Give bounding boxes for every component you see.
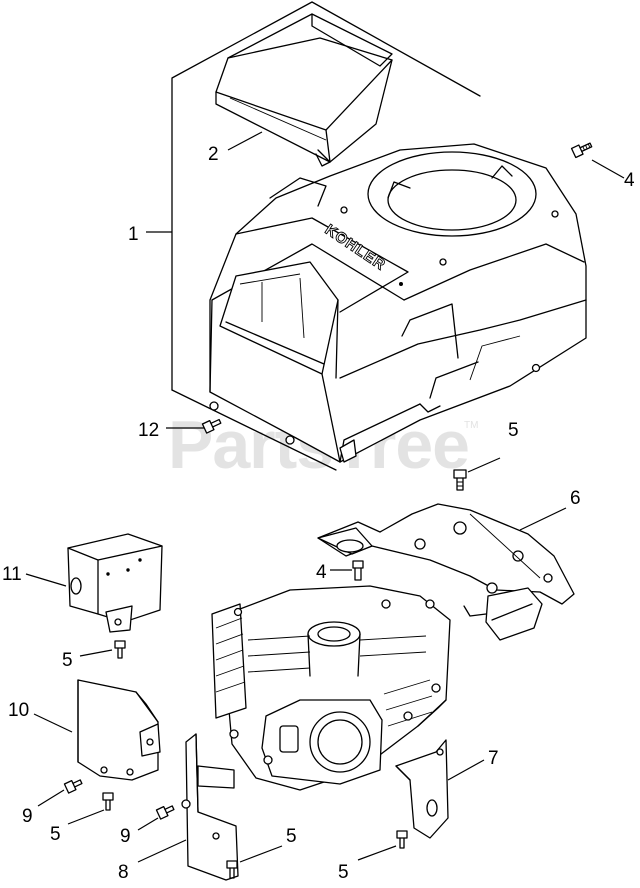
part-4-screw-middle[interactable] — [352, 560, 364, 581]
callout-labels: 1 2 4 12 5 6 11 4 5 10 7 9 5 9 5 8 5 — [2, 144, 635, 883]
part-2-cover[interactable] — [215, 13, 393, 167]
callout-5-upper: 5 — [508, 420, 519, 441]
callout-8: 8 — [118, 862, 129, 883]
watermark-trademark: TM — [464, 420, 478, 431]
part-9-screw-left[interactable] — [63, 777, 83, 794]
part-9-screw-middle[interactable] — [155, 803, 175, 820]
part-6-baffle[interactable] — [317, 503, 575, 641]
callout-11: 11 — [2, 564, 22, 585]
part-5-screw-lower-left[interactable] — [102, 792, 114, 811]
callout-2: 2 — [208, 144, 219, 165]
part-5-screw-upper[interactable] — [453, 469, 467, 491]
engine-crankcase — [211, 585, 451, 791]
part-5-screw-right[interactable] — [396, 830, 408, 849]
callout-5-bottom-right: 5 — [338, 862, 349, 883]
callout-9-middle: 9 — [120, 826, 131, 847]
part-5-screw-bottom[interactable] — [226, 860, 238, 879]
kit-bracket-bottom — [171, 389, 337, 471]
callout-5-left: 5 — [62, 650, 73, 671]
part-4-screw-top[interactable] — [570, 140, 593, 159]
leader-lines — [25, 131, 625, 863]
callout-5-lower-left: 5 — [50, 824, 61, 845]
callout-10: 10 — [8, 700, 29, 721]
part-8-bracket[interactable] — [181, 733, 239, 881]
callout-9-left: 9 — [22, 806, 33, 827]
kit-bracket — [171, 1, 481, 391]
callout-4-top: 4 — [624, 170, 635, 191]
callout-5-lower: 5 — [286, 826, 297, 847]
part-7-shield[interactable] — [395, 739, 449, 839]
part-5-screw-left[interactable] — [114, 640, 126, 659]
part-11-shield[interactable] — [67, 533, 163, 633]
callout-6: 6 — [570, 488, 581, 509]
part-12-screw[interactable] — [201, 417, 222, 434]
part-1-blower-housing[interactable]: KOHLER — [209, 143, 587, 463]
callout-12: 12 — [138, 420, 159, 441]
callout-4-middle: 4 — [316, 562, 327, 583]
callout-7: 7 — [488, 748, 499, 769]
callout-1: 1 — [128, 224, 139, 245]
part-10-shield[interactable] — [77, 679, 161, 781]
